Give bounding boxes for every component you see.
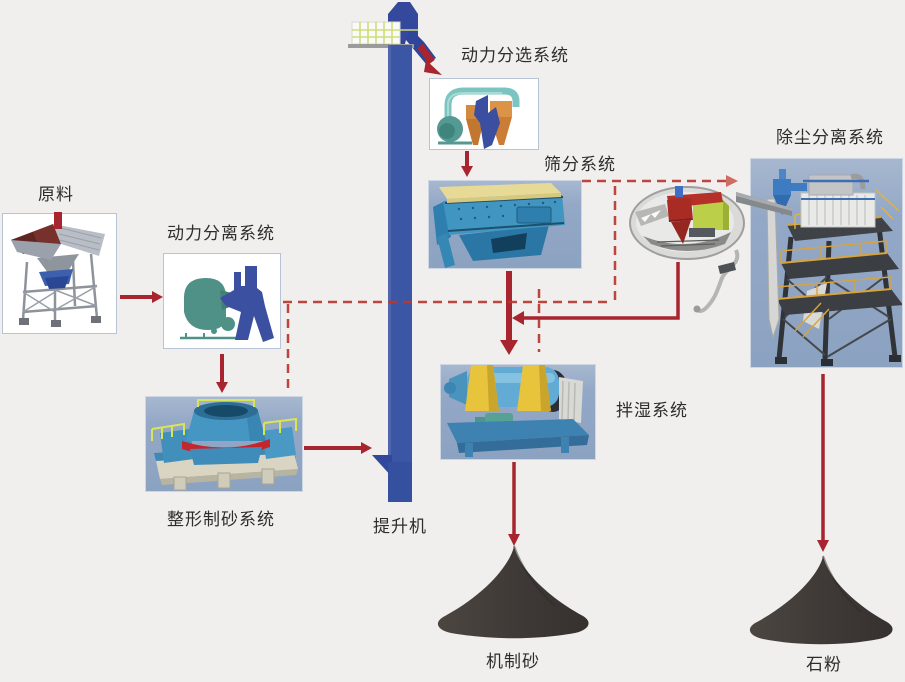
label-dust-separation: 除尘分离系统 bbox=[776, 128, 884, 148]
label-power-sorting: 动力分选系统 bbox=[461, 46, 569, 66]
wet-mixing-illustration bbox=[444, 365, 589, 457]
power-sorting-panel bbox=[429, 78, 539, 150]
label-screening: 筛分系统 bbox=[544, 155, 616, 175]
stone-powder-pile bbox=[745, 548, 901, 648]
machine-sand-pile bbox=[435, 540, 595, 645]
screening-panel bbox=[428, 180, 582, 269]
callout-wedge bbox=[736, 186, 796, 220]
arrow-raw-to-separation bbox=[120, 291, 163, 303]
arrow-screening-to-mixing bbox=[500, 271, 518, 355]
shaping-sand-panel bbox=[145, 396, 303, 492]
label-stone-powder: 石粉 bbox=[806, 655, 842, 675]
label-elevator: 提升机 bbox=[373, 517, 427, 537]
label-wet-mixing: 拌湿系统 bbox=[616, 401, 688, 421]
raw-material-hopper-illustration bbox=[11, 224, 105, 327]
power-separation-illustration bbox=[180, 266, 274, 342]
dust-separation-detail-callout bbox=[627, 184, 747, 262]
arrow-detail-return-to-mixing bbox=[512, 262, 680, 325]
cutaway-detail-illustration bbox=[629, 186, 745, 260]
arrow-mixing-to-sand bbox=[508, 462, 520, 546]
label-machine-sand: 机制砂 bbox=[486, 652, 540, 672]
wet-mixing-panel bbox=[440, 364, 596, 460]
elevator-illustration bbox=[340, 0, 450, 540]
dust-separation-illustration bbox=[766, 169, 902, 366]
hose-illustration bbox=[692, 246, 744, 318]
label-power-separation: 动力分离系统 bbox=[167, 224, 275, 244]
shaping-sand-illustration bbox=[151, 399, 298, 491]
arrow-dust-to-powder bbox=[817, 374, 829, 552]
label-shaping-sand: 整形制砂系统 bbox=[167, 510, 275, 530]
label-raw-material: 原料 bbox=[38, 185, 74, 205]
power-sorting-illustration bbox=[437, 87, 520, 149]
arrow-separation-to-shaping bbox=[216, 354, 228, 393]
screening-illustration bbox=[433, 183, 565, 268]
dust-separation-panel bbox=[750, 158, 903, 368]
raw-material-panel bbox=[2, 213, 117, 334]
arrow-sorting-to-screening bbox=[461, 151, 473, 177]
power-separation-panel bbox=[163, 253, 281, 349]
